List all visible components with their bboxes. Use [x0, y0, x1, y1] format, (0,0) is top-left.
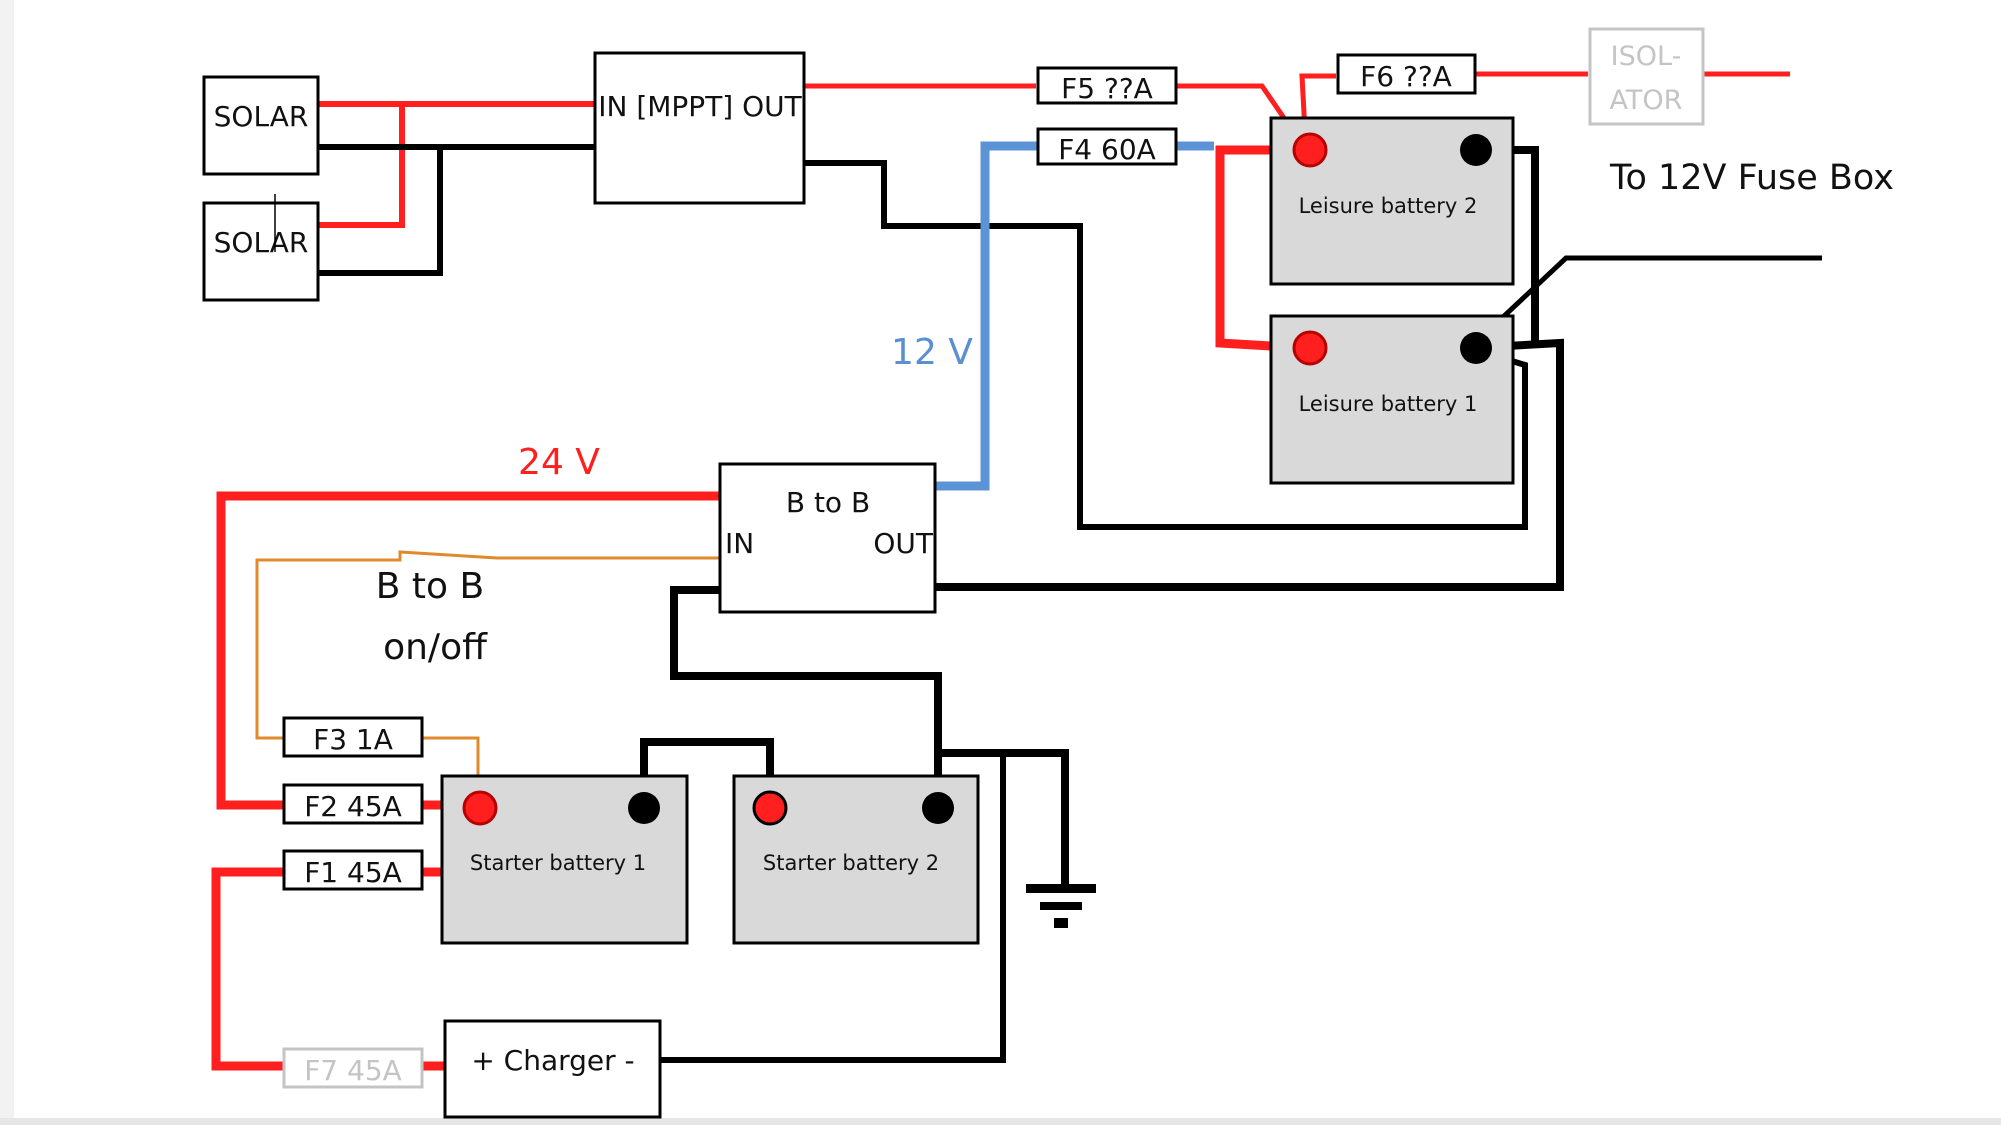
b2b-in-label: IN	[725, 527, 754, 560]
starter2-negative-terminal	[922, 792, 954, 824]
fuse-f4-label: F4 60A	[1058, 133, 1156, 166]
fuse-f1: F1 45A	[282, 849, 424, 891]
wire-switch	[255, 550, 720, 740]
wire-12v-output	[935, 141, 1038, 491]
wire-charger-positive	[211, 867, 284, 1071]
fuse-f6: F6 ??A	[1336, 53, 1477, 95]
switch-label-2: on/off	[383, 627, 488, 668]
fuse-f7: F7 45A	[282, 1047, 424, 1089]
leisure2-negative-terminal	[1460, 134, 1492, 166]
bottom-margin-strip	[0, 1118, 2001, 1125]
solar-panel-1-label: SOLAR	[214, 100, 309, 133]
voltage-12v-label: 12 V	[891, 332, 973, 373]
left-margin-strip	[0, 0, 14, 1125]
ground-symbol-icon	[1026, 884, 1096, 928]
fuse-box-label: To 12V Fuse Box	[1609, 158, 1894, 198]
leisure-battery-2-label: Leisure battery 2	[1299, 194, 1478, 218]
leisure1-positive-terminal	[1292, 330, 1328, 366]
b2b-out-label: OUT	[873, 527, 934, 560]
fuse-f2-label: F2 45A	[304, 790, 402, 823]
terminals	[462, 132, 1492, 826]
mppt-label: IN [MPPT] OUT	[598, 90, 802, 123]
fuse-f5: F5 ??A	[1036, 66, 1178, 105]
wire-mppt-negative	[804, 160, 1528, 530]
solar-panel-1: SOLAR	[202, 75, 320, 176]
b2b-title: B to B	[786, 486, 870, 519]
leisure-battery-1-label: Leisure battery 1	[1299, 392, 1478, 416]
wire-solar2-positive	[318, 104, 405, 228]
fuse-f6-label: F6 ??A	[1360, 60, 1452, 93]
starter-battery-2-label: Starter battery 2	[763, 851, 939, 875]
wire-b2b-out-negative	[935, 338, 1564, 591]
wire-to-fusebox-negative	[1468, 255, 1822, 350]
fuse-f5-label: F5 ??A	[1061, 72, 1153, 105]
wire-solar2-negative	[318, 147, 443, 276]
fuse-f7-label: F7 45A	[304, 1054, 402, 1087]
isolator-label-1: ISOL-	[1611, 41, 1682, 72]
solar-panel-2-label: SOLAR	[214, 226, 309, 259]
wire-leisure-positive-link	[1215, 145, 1307, 353]
mppt-controller: IN [MPPT] OUT	[593, 51, 806, 205]
fuse-f2: F2 45A	[282, 783, 424, 825]
wire-ground	[938, 749, 1069, 886]
wire-starter-series	[640, 738, 774, 805]
wire-b2b-ground	[670, 586, 942, 805]
starter-battery-1-label: Starter battery 1	[470, 851, 646, 875]
charger: + Charger -	[443, 1019, 662, 1119]
fuse-f1-label: F1 45A	[304, 856, 402, 889]
isolator-label-2: ATOR	[1610, 85, 1683, 116]
leisure2-positive-terminal	[1292, 132, 1328, 168]
voltage-24v-label: 24 V	[518, 442, 600, 483]
fuse-f3-label: F3 1A	[313, 723, 393, 756]
wire-24v	[216, 491, 720, 810]
isolator: ISOL- ATOR	[1588, 27, 1705, 126]
charger-label: + Charger -	[471, 1044, 634, 1077]
solar-panel-2: SOLAR	[202, 194, 320, 302]
wire-charger-negative	[660, 753, 1006, 1063]
fuse-f3: F3 1A	[282, 716, 424, 758]
fuse-f4: F4 60A	[1036, 127, 1178, 166]
b2b-charger: B to B IN OUT	[718, 462, 937, 614]
leisure1-negative-terminal	[1460, 332, 1492, 364]
starter2-positive-terminal	[752, 790, 788, 826]
starter1-positive-terminal	[462, 790, 498, 826]
starter1-negative-terminal	[628, 792, 660, 824]
switch-label-1: B to B	[376, 566, 484, 607]
